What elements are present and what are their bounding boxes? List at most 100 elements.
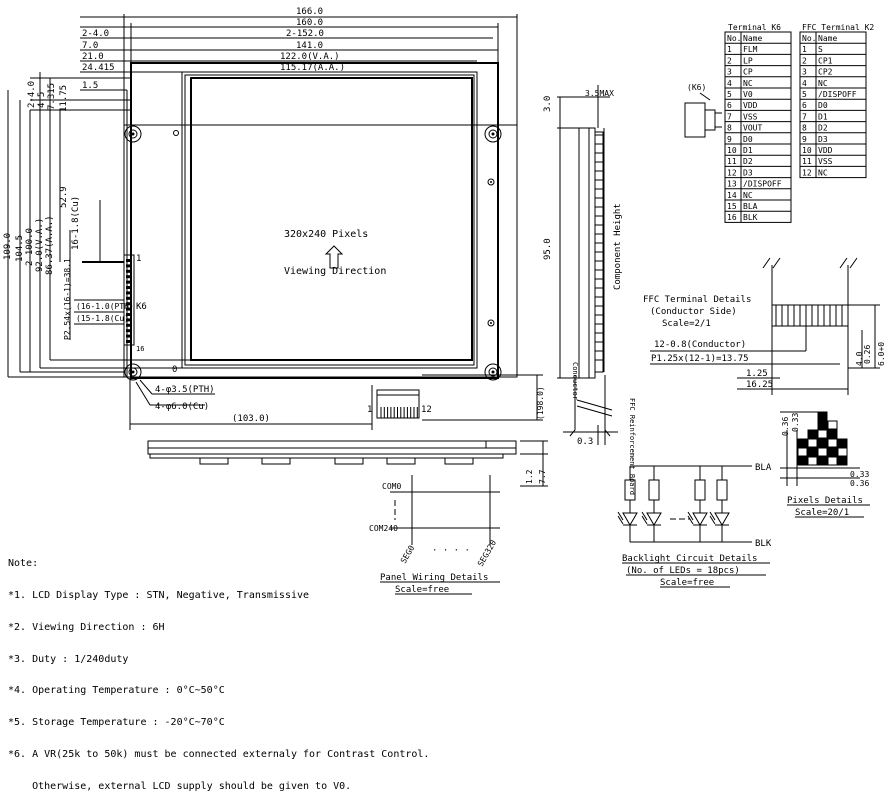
- panel-wiring-scale: Scale=free: [395, 585, 449, 595]
- dim-pth: (16-1.0(PTH): [76, 302, 134, 311]
- terminal-k6-name: V0: [743, 90, 753, 99]
- pixel-details: 0.36 0.33 0.33 0.36 Pixels Details Scale…: [780, 411, 870, 518]
- mounting-holes: [124, 125, 502, 381]
- note-4: *4. Operating Temperature : 0°C~50°C: [8, 685, 225, 697]
- ffc-dim-16-25: 16.25: [746, 380, 773, 390]
- terminal-k2-no: No.: [802, 34, 816, 43]
- dim-7: 7.0: [82, 41, 98, 51]
- pixel-details-title: Pixels Details: [787, 496, 863, 506]
- terminal-k2-no: 5: [802, 90, 807, 99]
- terminal-k2-name: S: [818, 45, 823, 54]
- terminal-k6-no: 3: [727, 68, 732, 77]
- k6-pin: [126, 264, 132, 268]
- resistor-icon: [648, 479, 660, 501]
- terminal-k6-title: Terminal K6: [728, 23, 781, 32]
- k6-pin: [126, 340, 132, 343]
- pixel-dim-0-36a: 0.36: [781, 417, 790, 436]
- terminal-k2-name: D2: [818, 124, 828, 133]
- terminal-k6-name: /DISPOFF: [743, 180, 782, 189]
- note-5: *5. Storage Temperature : -20°C~70°C: [8, 717, 225, 729]
- k6-pin: [126, 318, 132, 322]
- note-2: *2. Viewing Direction : 6H: [8, 621, 165, 633]
- terminal-k2-no: 10: [802, 146, 812, 155]
- dim-92: 92.0(V.A.): [35, 218, 45, 272]
- edge-component: [444, 457, 474, 465]
- terminal-k6-no: 14: [727, 191, 737, 200]
- com0-label: COM0: [382, 482, 401, 491]
- note-7: Otherwise, external LCD supply should be…: [8, 780, 352, 792]
- terminal-k6-name: FLM: [743, 45, 758, 54]
- terminal-k2-title: FFC Terminal K2: [802, 23, 874, 32]
- ffc-details-scale: Scale=2/1: [662, 319, 711, 329]
- pixel-dim-0-36b: 0.36: [850, 479, 869, 488]
- dim-141: 141.0: [296, 41, 323, 51]
- viewing-area: [181, 71, 478, 369]
- terminal-k2-name: /DISPOFF: [818, 90, 857, 99]
- terminal-k2-frame: [799, 31, 867, 179]
- dim-cu: (15-1.8(Cu): [76, 314, 129, 323]
- led-diode-icon: [622, 512, 638, 526]
- terminal-k6-name: VDD: [743, 101, 758, 110]
- dim-86: 86.37(A.A.): [45, 215, 55, 275]
- pixel-cell: [827, 447, 838, 457]
- resistor-icon: [716, 479, 728, 501]
- terminal-k6-name: CP: [743, 68, 753, 77]
- pixel-cell: [827, 429, 838, 439]
- dim-11-75: 11.75: [59, 85, 69, 112]
- bla-label: BLA: [755, 463, 772, 473]
- terminal-k6-name: D0: [743, 135, 753, 144]
- k6-pin: [126, 259, 132, 262]
- ffc-pitch: P1.25x(12-1)=13.75: [651, 354, 749, 364]
- component-height-label: Component Height: [613, 203, 623, 290]
- ffc-conductor: 12-0.8(Conductor): [654, 340, 746, 350]
- terminal-k6-name: VSS: [743, 112, 758, 121]
- k6-connector: [82, 200, 135, 346]
- k6-pin: [126, 291, 132, 295]
- terminal-k2-no: 11: [802, 157, 812, 166]
- terminal-k2-name: Name: [818, 34, 837, 43]
- pixel-cell: [817, 429, 828, 439]
- terminal-k6-no: No.: [727, 34, 741, 43]
- dim-2-4b: 2-4.0: [27, 81, 37, 108]
- terminal-k2-name: NC: [818, 79, 828, 88]
- terminal-k2-no: 8: [802, 124, 807, 133]
- terminal-k6-name: BLK: [743, 213, 758, 222]
- terminal-k6-no: 1: [727, 45, 732, 54]
- pixel-count: 320x240 Pixels: [284, 229, 368, 240]
- pixel-cell: [797, 456, 808, 466]
- terminal-k6-no: 9: [727, 135, 732, 144]
- pixel-dim-0-33a: 0.33: [791, 413, 800, 432]
- pixel-cell: [827, 438, 838, 448]
- light-ray-icon: [687, 511, 694, 525]
- dim-7-7: 7.7: [538, 469, 547, 484]
- terminal-k2-name: D3: [818, 135, 828, 144]
- seg320-label: SEG320: [476, 538, 498, 568]
- k6-pin: [126, 286, 132, 289]
- note-6: *6. A VR(25k to 50k) must be connected e…: [8, 748, 430, 760]
- notes-title: Note:: [8, 558, 39, 570]
- terminal-k6-no: 6: [727, 101, 732, 110]
- terminal-k6-no: 15: [727, 202, 737, 211]
- terminal-k6-no: 4: [727, 79, 732, 88]
- k6-pin: [126, 334, 132, 338]
- pixel-cell: [817, 438, 828, 448]
- dim-160: 160.0: [296, 18, 323, 28]
- backlight-subtitle: (No. of LEDs = 18pcs): [626, 566, 740, 576]
- com240-label: COM240: [369, 524, 398, 533]
- notes-block: Note: *1. LCD Display Type : STN, Negati…: [8, 538, 429, 803]
- terminal-k2-name: D0: [818, 101, 828, 110]
- terminal-k6-no: 11: [727, 157, 737, 166]
- dim-109: 109.0: [3, 233, 13, 260]
- viewing-direction-label: Viewing Direction: [284, 266, 386, 277]
- pixel-cell: [827, 456, 838, 466]
- dim-2-4a: 2-4.0: [82, 29, 109, 39]
- conductor-label: Conductor: [571, 362, 579, 400]
- light-ray-icon: [641, 511, 648, 525]
- terminal-k6-no: 8: [727, 124, 732, 133]
- viewing-arrow-icon: [324, 245, 344, 269]
- pixel-cell: [807, 429, 818, 439]
- terminal-k6-no: 2: [727, 56, 732, 65]
- k6-pin: [126, 329, 132, 333]
- dim-103: (103.0): [232, 414, 270, 424]
- ffc-pin12: 12: [421, 405, 432, 415]
